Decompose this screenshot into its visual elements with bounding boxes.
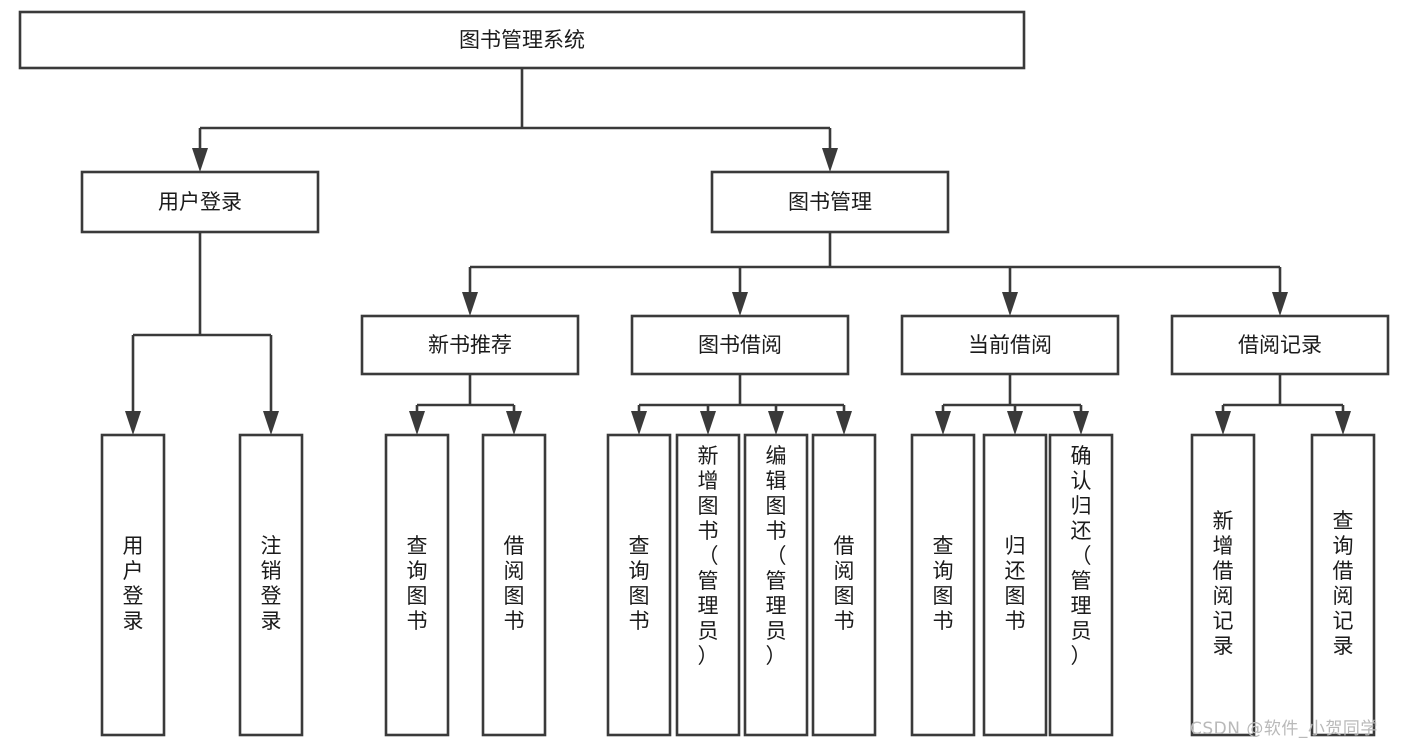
node-leaf-1[interactable]: 注销登录 [238, 433, 304, 737]
node-root-box[interactable] [18, 10, 1026, 70]
arrow-head-icon [263, 411, 279, 435]
node-leaf-2[interactable]: 查询图书 [384, 433, 450, 737]
arrow-head-icon [462, 292, 478, 316]
node-level2-0-box[interactable] [80, 170, 320, 234]
node-leaf-3[interactable]: 借阅图书 [481, 433, 547, 737]
node-level3-3-box[interactable] [1170, 314, 1390, 376]
node-leaf-0-label: 用户登录 [123, 534, 144, 633]
arrow-head-icon [506, 411, 522, 435]
node-layer: 图书管理系统用户登录图书管理新书推荐图书借阅当前借阅借阅记录用户登录注销登录查询… [18, 10, 1390, 737]
arrow-head-icon [192, 148, 208, 172]
node-level3-1[interactable]: 图书借阅 [630, 314, 850, 376]
arrow-head-icon [732, 292, 748, 316]
node-leaf-1-label: 注销登录 [261, 534, 282, 633]
node-level2-0[interactable]: 用户登录 [80, 170, 320, 234]
arrow-head-icon [1335, 411, 1351, 435]
node-level3-2-box[interactable] [900, 314, 1120, 376]
arrow-head-icon [125, 411, 141, 435]
node-leaf-6-label: 编辑图书（管理员） [766, 444, 787, 668]
arrow-head-icon [700, 411, 716, 435]
node-leaf-2-label: 查询图书 [407, 534, 428, 633]
node-leaf-8-label: 查询图书 [933, 534, 954, 633]
node-leaf-2-box[interactable] [384, 433, 450, 737]
node-leaf-9-label: 归还图书 [1005, 534, 1026, 633]
node-leaf-12-label: 查询借阅记录 [1333, 509, 1354, 658]
node-leaf-10[interactable]: 确认归还（管理员） [1048, 433, 1114, 737]
arrow-head-icon [1073, 411, 1089, 435]
node-level2-0-label: 用户登录 [158, 190, 242, 214]
connector-layer [125, 68, 1351, 435]
node-leaf-3-box[interactable] [481, 433, 547, 737]
node-level3-2-label: 当前借阅 [968, 333, 1052, 357]
node-level3-0[interactable]: 新书推荐 [360, 314, 580, 376]
node-leaf-11-label: 新增借阅记录 [1213, 509, 1234, 658]
node-leaf-3-label: 借阅图书 [504, 534, 525, 633]
arrow-head-icon [1272, 292, 1288, 316]
arrow-head-icon [935, 411, 951, 435]
node-level3-3-label: 借阅记录 [1238, 333, 1322, 357]
arrow-head-icon [822, 148, 838, 172]
arrow-head-icon [1002, 292, 1018, 316]
node-root[interactable]: 图书管理系统 [18, 10, 1026, 70]
node-leaf-11-box[interactable] [1190, 433, 1256, 737]
node-leaf-6-box[interactable] [743, 433, 809, 737]
node-leaf-1-box[interactable] [238, 433, 304, 737]
node-leaf-7-box[interactable] [811, 433, 877, 737]
arrow-head-icon [631, 411, 647, 435]
node-leaf-4-label: 查询图书 [629, 534, 650, 633]
node-leaf-10-label: 确认归还（管理员） [1071, 444, 1092, 668]
csdn-watermark: CSDN @软件_小贺同学 [1190, 719, 1378, 739]
arrow-head-icon [1007, 411, 1023, 435]
arrow-head-icon [768, 411, 784, 435]
node-leaf-8[interactable]: 查询图书 [910, 433, 976, 737]
arrow-head-icon [836, 411, 852, 435]
node-leaf-0-box[interactable] [100, 433, 166, 737]
node-level3-3[interactable]: 借阅记录 [1170, 314, 1390, 376]
node-leaf-9-box[interactable] [982, 433, 1048, 737]
node-level2-1-box[interactable] [710, 170, 950, 234]
node-leaf-0[interactable]: 用户登录 [100, 433, 166, 737]
node-level3-0-box[interactable] [360, 314, 580, 376]
node-leaf-4[interactable]: 查询图书 [606, 433, 672, 737]
node-level2-1-label: 图书管理 [788, 190, 872, 214]
node-level3-1-label: 图书借阅 [698, 333, 782, 357]
node-leaf-7[interactable]: 借阅图书 [811, 433, 877, 737]
node-root-label: 图书管理系统 [459, 28, 585, 52]
node-level2-1[interactable]: 图书管理 [710, 170, 950, 234]
node-leaf-8-box[interactable] [910, 433, 976, 737]
node-level3-0-label: 新书推荐 [428, 333, 512, 357]
arrow-head-icon [1215, 411, 1231, 435]
node-leaf-12[interactable]: 查询借阅记录 [1310, 433, 1376, 737]
node-leaf-10-box[interactable] [1048, 433, 1114, 737]
node-leaf-9[interactable]: 归还图书 [982, 433, 1048, 737]
node-leaf-7-label: 借阅图书 [834, 534, 855, 633]
node-leaf-5-box[interactable] [675, 433, 741, 737]
node-leaf-12-box[interactable] [1310, 433, 1376, 737]
node-leaf-5[interactable]: 新增图书（管理员） [675, 433, 741, 737]
node-level3-2[interactable]: 当前借阅 [900, 314, 1120, 376]
node-leaf-4-box[interactable] [606, 433, 672, 737]
node-leaf-6[interactable]: 编辑图书（管理员） [743, 433, 809, 737]
node-level3-1-box[interactable] [630, 314, 850, 376]
arrow-head-icon [409, 411, 425, 435]
node-leaf-11[interactable]: 新增借阅记录 [1190, 433, 1256, 737]
node-leaf-5-label: 新增图书（管理员） [698, 444, 719, 668]
